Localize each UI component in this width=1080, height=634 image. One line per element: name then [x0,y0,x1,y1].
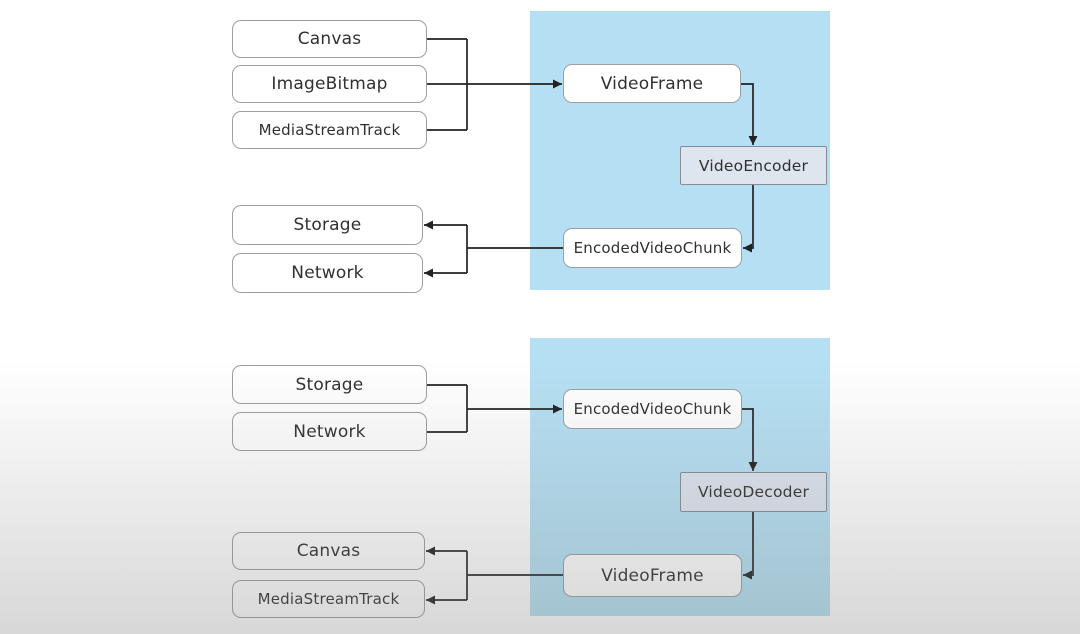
node-canvas-decode: Canvas [232,532,425,570]
node-network-decode: Network [232,412,427,451]
node-network-encode: Network [232,253,423,293]
node-mediastreamtrack-encode: MediaStreamTrack [232,111,427,149]
node-encodedvideochunk-encode: EncodedVideoChunk [563,228,742,268]
node-storage-encode: Storage [232,205,423,245]
node-videoframe-decode: VideoFrame [563,554,742,597]
node-videoframe-encode: VideoFrame [563,64,741,103]
node-imagebitmap-encode: ImageBitmap [232,65,427,103]
node-mediastreamtrack-decode: MediaStreamTrack [232,580,425,618]
node-videodecoder: VideoDecoder [680,472,827,512]
node-storage-decode: Storage [232,365,427,404]
node-canvas-encode: Canvas [232,20,427,58]
node-videoencoder: VideoEncoder [680,146,827,185]
node-encodedvideochunk-decode: EncodedVideoChunk [563,389,742,429]
